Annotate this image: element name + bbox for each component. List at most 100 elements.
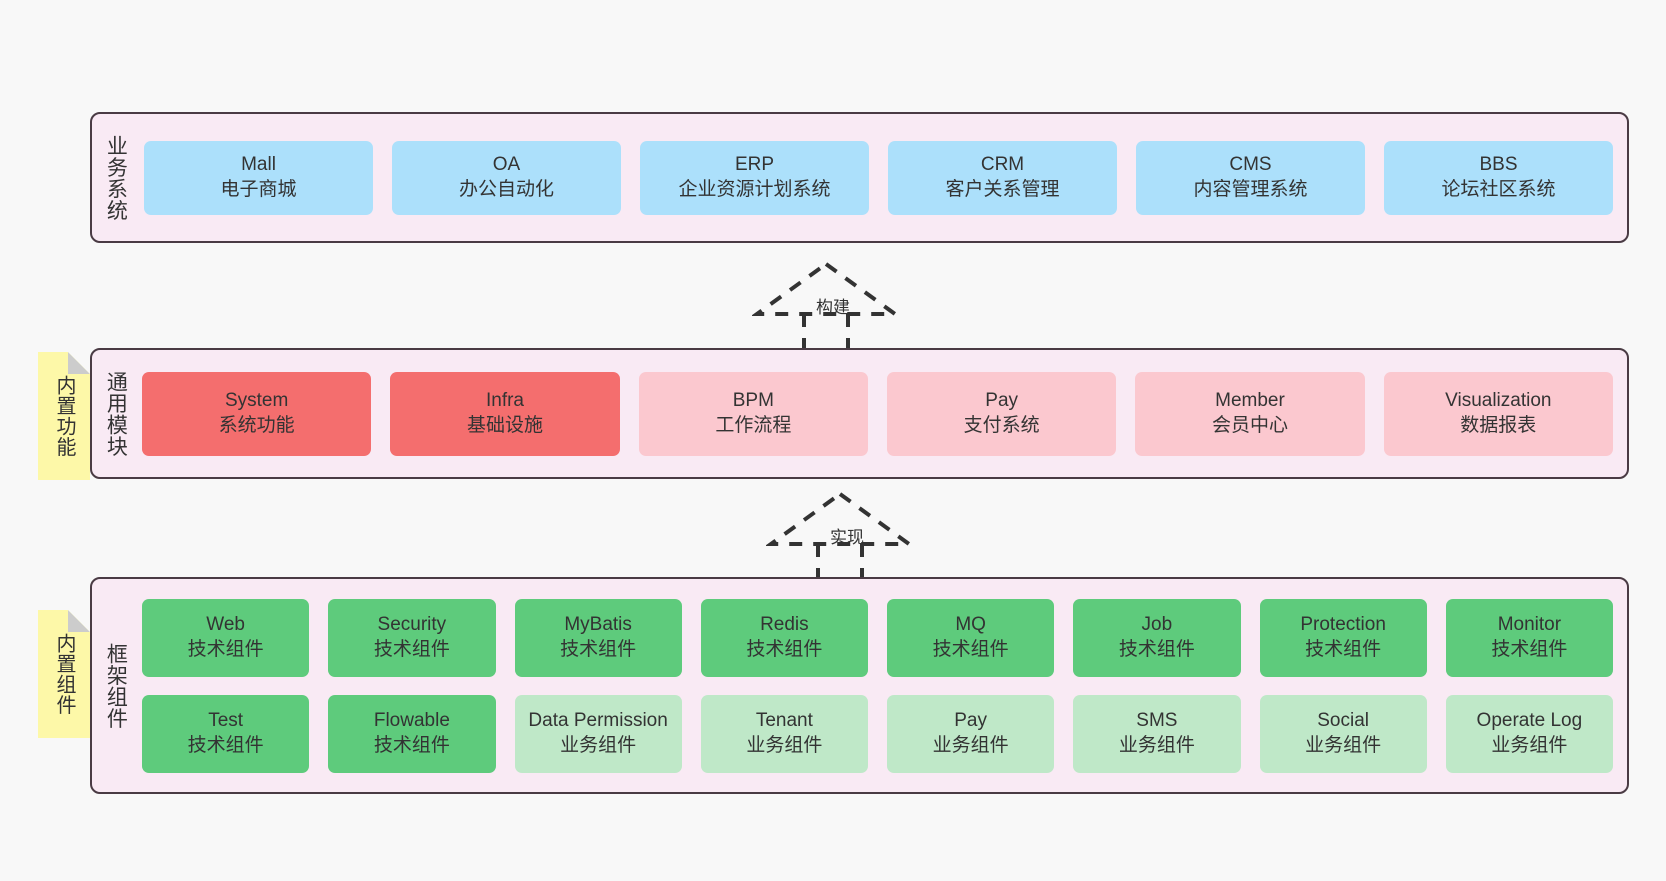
layer-title-framework: 框架组件 (104, 642, 128, 729)
node-mall[interactable]: Mall 电子商城 (144, 140, 373, 215)
note-text: 内置组件 (53, 633, 75, 715)
node-title: Infra (485, 389, 524, 411)
node-subtitle: 系统功能 (218, 414, 295, 436)
node-title: Protection (1300, 613, 1386, 635)
node-sms[interactable]: SMS 业务组件 (1073, 694, 1241, 773)
node-subtitle: 企业资源计划系统 (678, 178, 831, 200)
node-infra[interactable]: Infra 基础设施 (390, 371, 620, 456)
node-bbs[interactable]: BBS 论坛社区系统 (1384, 140, 1613, 215)
node-member[interactable]: Member 会员中心 (1135, 371, 1365, 456)
node-subtitle: 工作流程 (715, 414, 792, 436)
node-security[interactable]: Security 技术组件 (328, 598, 496, 677)
layer-row: System 系统功能 Infra 基础设施 BPM 工作流程 Pay 支付系统… (142, 371, 1613, 456)
node-flowable[interactable]: Flowable 技术组件 (328, 694, 496, 773)
node-title: CMS (1229, 153, 1272, 175)
connector-build-label: 构建 (816, 298, 850, 317)
node-social[interactable]: Social 业务组件 (1259, 694, 1427, 773)
node-subtitle: 基础设施 (466, 414, 543, 436)
node-title: Security (377, 613, 447, 635)
node-subtitle: 技术组件 (187, 638, 264, 660)
layer-title-business: 业务系统 (104, 134, 128, 221)
layer-body-common: System 系统功能 Infra 基础设施 BPM 工作流程 Pay 支付系统… (138, 350, 1627, 477)
layer-row: Test 技术组件 Flowable 技术组件 Data Permission … (142, 694, 1613, 773)
node-title: Social (1317, 709, 1369, 731)
node-visualization[interactable]: Visualization 数据报表 (1383, 371, 1613, 456)
node-title: Data Permission (528, 709, 668, 731)
layer-body-framework: Web 技术组件 Security 技术组件 MyBatis 技术组件 Redi… (138, 579, 1627, 792)
node-bpm[interactable]: BPM 工作流程 (638, 371, 868, 456)
node-title: Visualization (1445, 389, 1552, 411)
node-title: CRM (980, 153, 1025, 175)
node-title: Redis (760, 613, 809, 635)
node-monitor[interactable]: Monitor 技术组件 (1445, 598, 1613, 677)
node-subtitle: 业务组件 (560, 734, 637, 756)
node-tenant[interactable]: Tenant 业务组件 (700, 694, 868, 773)
node-title: Operate Log (1476, 709, 1583, 731)
node-oa[interactable]: OA 办公自动化 (392, 140, 621, 215)
layer-row: Mall 电子商城 OA 办公自动化 ERP 企业资源计划系统 CRM 客户关系… (144, 140, 1613, 215)
layer-title-common: 通用模块 (104, 370, 128, 457)
note-fold-corner-icon (68, 352, 90, 374)
node-mq[interactable]: MQ 技术组件 (887, 598, 1055, 677)
node-title: SMS (1136, 709, 1178, 731)
node-title: ERP (734, 153, 775, 175)
node-subtitle: 技术组件 (746, 638, 823, 660)
node-title: Mall (241, 153, 276, 175)
node-redis[interactable]: Redis 技术组件 (700, 598, 868, 677)
node-subtitle: 技术组件 (187, 734, 264, 756)
node-subtitle: 业务组件 (1305, 734, 1382, 756)
layer-framework-components: 框架组件 Web 技术组件 Security 技术组件 MyBatis 技术组件… (90, 577, 1629, 794)
node-subtitle: 内容管理系统 (1193, 178, 1308, 200)
node-cms[interactable]: CMS 内容管理系统 (1136, 140, 1365, 215)
node-data-permission[interactable]: Data Permission 业务组件 (514, 694, 682, 773)
node-job[interactable]: Job 技术组件 (1073, 598, 1241, 677)
node-system[interactable]: System 系统功能 (142, 371, 372, 456)
node-subtitle: 业务组件 (932, 734, 1009, 756)
node-subtitle: 客户关系管理 (945, 178, 1060, 200)
node-title: MyBatis (564, 613, 632, 635)
node-subtitle: 电子商城 (220, 178, 297, 200)
note-fold-corner-icon (68, 610, 90, 632)
node-test[interactable]: Test 技术组件 (142, 694, 310, 773)
node-title: OA (492, 153, 521, 175)
layer-row: Web 技术组件 Security 技术组件 MyBatis 技术组件 Redi… (142, 598, 1613, 677)
node-crm[interactable]: CRM 客户关系管理 (888, 140, 1117, 215)
node-operate-log[interactable]: Operate Log 业务组件 (1445, 694, 1613, 773)
layer-business-systems: 业务系统 Mall 电子商城 OA 办公自动化 ERP 企业资源计划系统 CRM… (90, 112, 1629, 243)
node-title: System (224, 389, 289, 411)
node-subtitle: 技术组件 (373, 638, 450, 660)
node-pay[interactable]: Pay 支付系统 (886, 371, 1117, 456)
node-subtitle: 业务组件 (746, 734, 823, 756)
node-subtitle: 论坛社区系统 (1441, 178, 1556, 200)
node-title: Web (206, 613, 245, 635)
connector-implement-label: 实现 (830, 528, 864, 547)
node-title: BPM (732, 389, 774, 411)
node-subtitle: 技术组件 (1305, 638, 1382, 660)
node-mybatis[interactable]: MyBatis 技术组件 (514, 598, 682, 677)
note-text: 内置功能 (53, 375, 75, 457)
node-subtitle: 技术组件 (1491, 638, 1568, 660)
node-pay-business[interactable]: Pay 业务组件 (887, 694, 1055, 773)
layer-common-modules: 通用模块 System 系统功能 Infra 基础设施 BPM 工作流程 Pay… (90, 348, 1629, 479)
node-subtitle: 技术组件 (373, 734, 450, 756)
layer-body-business: Mall 电子商城 OA 办公自动化 ERP 企业资源计划系统 CRM 客户关系… (138, 114, 1627, 241)
node-subtitle: 会员中心 (1211, 414, 1288, 436)
node-erp[interactable]: ERP 企业资源计划系统 (640, 140, 869, 215)
note-builtin-features: 内置功能 (38, 352, 90, 480)
node-title: Job (1141, 613, 1173, 635)
node-title: Pay (954, 709, 987, 731)
node-title: MQ (955, 613, 986, 635)
node-title: Member (1215, 389, 1285, 411)
node-title: BBS (1479, 153, 1518, 175)
node-subtitle: 业务组件 (1118, 734, 1195, 756)
node-title: Pay (985, 389, 1019, 411)
node-protection[interactable]: Protection 技术组件 (1259, 598, 1427, 677)
node-web[interactable]: Web 技术组件 (142, 598, 310, 677)
node-title: Tenant (755, 709, 813, 731)
node-subtitle: 办公自动化 (458, 178, 554, 200)
node-subtitle: 技术组件 (932, 638, 1009, 660)
node-subtitle: 支付系统 (963, 414, 1040, 436)
node-title: Test (208, 709, 244, 731)
node-subtitle: 技术组件 (1118, 638, 1195, 660)
